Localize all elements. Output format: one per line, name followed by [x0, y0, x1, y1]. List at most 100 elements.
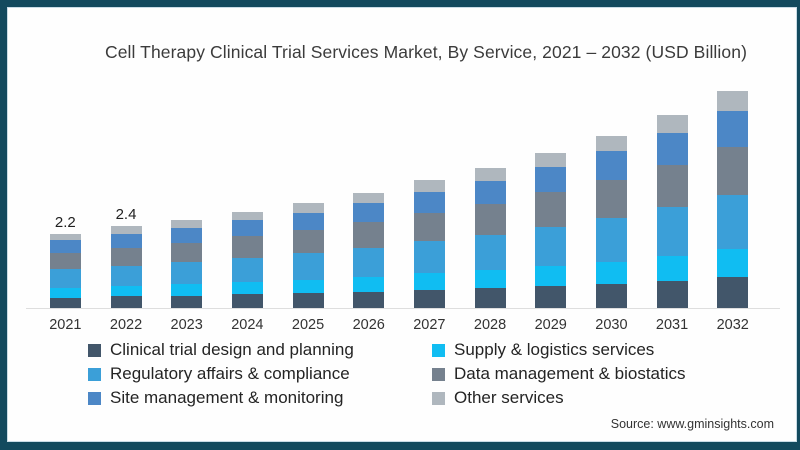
- bar-segment: [171, 220, 203, 229]
- bar-segment: [474, 269, 506, 289]
- bar-2025: [292, 203, 324, 308]
- legend-swatch-icon: [88, 343, 101, 357]
- bar-segment: [474, 234, 506, 270]
- legend-item: Clinical trial design and planning: [88, 338, 432, 362]
- bar-segment: [231, 257, 263, 282]
- x-tick-2022: 2022: [109, 317, 143, 333]
- bar-2032: [717, 91, 749, 308]
- legend-swatch-icon: [88, 367, 101, 381]
- legend-swatch-icon: [88, 391, 101, 405]
- x-tick-2026: 2026: [352, 317, 385, 333]
- bar-segment: [595, 179, 627, 219]
- x-tick-2028: 2028: [473, 317, 507, 333]
- bar-column-2032: [702, 8, 763, 308]
- bar-segment: [474, 288, 506, 308]
- legend-item: Other services: [432, 386, 686, 410]
- bar-segment: [595, 218, 627, 262]
- bar-segment: [656, 132, 688, 165]
- bar-segment: [110, 233, 142, 248]
- bar-segment: [535, 152, 567, 167]
- bar-segment: [292, 253, 324, 280]
- bar-segment: [49, 252, 81, 269]
- bar-segment: [171, 295, 203, 308]
- bar-segment: [535, 192, 567, 227]
- bar-column-2021: 2.2: [35, 8, 96, 308]
- bar-segment: [717, 91, 749, 111]
- bar-value-label-2022: 2.4: [115, 206, 137, 224]
- bar-2027: [413, 180, 445, 308]
- legend-label: Clinical trial design and planning: [110, 340, 354, 359]
- bar-segment: [413, 180, 445, 193]
- bar-segment: [595, 135, 627, 152]
- bar-column-2023: [156, 8, 217, 308]
- bar-segment: [171, 284, 203, 296]
- bar-column-2022: 2.4: [96, 8, 157, 308]
- bar-2030: [595, 135, 627, 308]
- bar-segment: [110, 247, 142, 266]
- bar-segment: [595, 151, 627, 180]
- bar-segment: [595, 261, 627, 284]
- bar-segment: [535, 286, 567, 308]
- bar-2023: [171, 220, 203, 308]
- bar-segment: [49, 268, 81, 288]
- bar-2029: [535, 152, 567, 308]
- bar-segment: [292, 203, 324, 213]
- bar-segment: [353, 247, 385, 277]
- legend-swatch-icon: [432, 391, 445, 405]
- bar-column-2028: [460, 8, 521, 308]
- bar-segment: [717, 249, 749, 278]
- legend-label: Regulatory affairs & compliance: [110, 364, 350, 383]
- chart-canvas: Cell Therapy Clinical Trial Services Mar…: [7, 7, 797, 442]
- bar-segment: [49, 233, 81, 241]
- bar-segment: [474, 203, 506, 235]
- chart-title: Cell Therapy Clinical Trial Services Mar…: [104, 42, 747, 62]
- bar-segment: [353, 276, 385, 292]
- bar-segment: [171, 262, 203, 285]
- bar-2026: [353, 192, 385, 308]
- legend-label: Supply & logistics services: [454, 340, 655, 359]
- x-tick-2027: 2027: [413, 317, 446, 333]
- bar-segment: [171, 242, 203, 263]
- legend-label: Other services: [454, 388, 564, 407]
- bar-segment: [474, 180, 506, 204]
- legend-swatch-icon: [432, 367, 445, 381]
- x-tick-2023: 2023: [170, 317, 203, 333]
- bar-segment: [413, 192, 445, 214]
- bars-area: 2.2 2.4: [35, 8, 763, 308]
- legend-item: Data management & biostatics: [432, 362, 686, 386]
- legend-swatch-icon: [432, 343, 445, 357]
- legend-item: Site management & monitoring: [88, 386, 432, 410]
- bar-value-label-2021: 2.2: [54, 213, 76, 231]
- bar-segment: [49, 297, 81, 308]
- bar-segment: [595, 283, 627, 308]
- bar-segment: [474, 167, 506, 181]
- legend-label: Site management & monitoring: [110, 388, 344, 407]
- bar-segment: [413, 290, 445, 308]
- bar-segment: [231, 220, 263, 237]
- x-tick-2032: 2032: [716, 317, 749, 333]
- x-tick-2025: 2025: [291, 317, 325, 333]
- bar-segment: [231, 281, 263, 295]
- bar-segment: [171, 228, 203, 243]
- bar-2028: [474, 167, 506, 308]
- bar-segment: [717, 194, 749, 250]
- bar-segment: [231, 236, 263, 258]
- bar-column-2029: [520, 8, 581, 308]
- legend-item: Regulatory affairs & compliance: [88, 362, 432, 386]
- bar-segment: [110, 285, 142, 297]
- x-tick-2021: 2021: [49, 317, 82, 333]
- bar-segment: [231, 294, 263, 308]
- bar-segment: [292, 293, 324, 308]
- bar-segment: [353, 222, 385, 248]
- bar-segment: [717, 277, 749, 308]
- bar-segment: [656, 280, 688, 308]
- bar-2022: [110, 226, 142, 308]
- bar-segment: [413, 273, 445, 290]
- bar-segment: [353, 203, 385, 223]
- bar-segment: [535, 226, 567, 266]
